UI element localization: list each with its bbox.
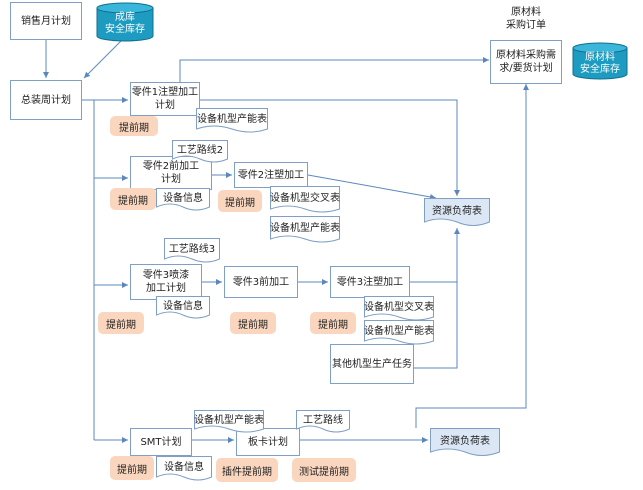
document-icon — [164, 238, 220, 263]
equipment-capacity-table-smt[interactable]: 设备机型产能表 — [194, 410, 264, 434]
lead-time-tag-7: 提前期 — [110, 456, 154, 480]
raw-material-po[interactable]: 原材料 采购订单 — [490, 2, 562, 36]
equipment-capacity-table-3[interactable]: 设备机型产能表 — [364, 320, 434, 346]
lead-time-tag-1: 提前期 — [110, 116, 158, 136]
insert-lead-time-tag: 插件提前期 — [216, 458, 278, 482]
document-icon — [424, 198, 490, 226]
finished-goods-safety-stock: 成库 安全库存 — [96, 2, 154, 42]
equipment-cross-table-2[interactable]: 设备机型交叉表 — [270, 186, 340, 214]
document-icon — [196, 108, 268, 133]
part3-spray-plan[interactable]: 零件3喷漆 加工计划 — [130, 264, 202, 300]
raw-po-label: 原材料 采购订单 — [506, 7, 546, 31]
test-lead-time-tag: 测试提前期 — [292, 458, 356, 482]
part3-pre-process[interactable]: 零件3前加工 — [224, 266, 298, 298]
process-route-2[interactable]: 工艺路线2 — [172, 140, 228, 164]
smt-plan[interactable]: SMT计划 — [130, 428, 192, 456]
raw-material-safety-stock: 原材料 安全库存 — [572, 42, 628, 80]
part3-injection[interactable]: 零件3注塑加工 — [330, 266, 410, 298]
process-route-3[interactable]: 工艺路线3 — [164, 238, 220, 264]
equipment-info-3[interactable]: 设备信息 — [156, 296, 210, 320]
document-icon — [156, 456, 212, 481]
process-route-board[interactable]: 工艺路线 — [296, 410, 350, 434]
equipment-info-2[interactable]: 设备信息 — [156, 188, 210, 212]
document-icon — [364, 296, 434, 321]
lead-time-tag-4: 提前期 — [98, 312, 144, 334]
sales-month-plan[interactable]: 销售月计划 — [10, 2, 82, 40]
lead-time-tag-5: 提前期 — [230, 312, 276, 334]
part2-injection[interactable]: 零件2注塑加工 — [234, 162, 308, 188]
part1-injection-plan[interactable]: 零件1注塑加工 计划 — [130, 82, 200, 116]
lead-time-tag-6: 提前期 — [310, 312, 356, 334]
assembly-week-plan[interactable]: 总装周计划 — [10, 80, 82, 120]
document-icon — [194, 410, 264, 433]
document-icon — [156, 188, 210, 211]
other-model-tasks[interactable]: 其他机型生产任务 — [330, 344, 414, 384]
equipment-capacity-table-1[interactable]: 设备机型产能表 — [196, 108, 268, 134]
raw-stock-line2: 安全库存 — [580, 64, 620, 75]
fg-stock-line2: 安全库存 — [105, 24, 145, 35]
raw-stock-line1: 原材料 — [585, 52, 615, 63]
document-icon — [270, 186, 340, 213]
board-plan[interactable]: 板卡计划 — [236, 428, 300, 456]
cylinder-icon — [96, 2, 154, 42]
fg-stock-line1: 成库 — [115, 12, 135, 23]
document-icon — [172, 140, 228, 163]
raw-material-requirement[interactable]: 原材料采购需 求/要货计划 — [490, 40, 562, 84]
equipment-capacity-table-2[interactable]: 设备机型产能表 — [270, 216, 340, 244]
resource-load-table-2[interactable]: 资源负荷表 — [430, 428, 500, 458]
document-icon — [156, 296, 210, 319]
equipment-info-smt[interactable]: 设备信息 — [156, 456, 212, 482]
document-icon — [364, 320, 434, 345]
lead-time-tag-3: 提前期 — [218, 190, 262, 212]
part2-pre-process-plan[interactable]: 零件2前加工 计划 — [130, 156, 212, 190]
cylinder-icon — [572, 42, 628, 80]
equipment-cross-table-3[interactable]: 设备机型交叉表 — [364, 296, 434, 322]
document-icon — [430, 428, 500, 456]
lead-time-tag-2: 提前期 — [110, 188, 156, 210]
resource-load-table-1[interactable]: 资源负荷表 — [424, 198, 490, 228]
document-icon — [296, 410, 350, 433]
document-icon — [270, 216, 340, 243]
